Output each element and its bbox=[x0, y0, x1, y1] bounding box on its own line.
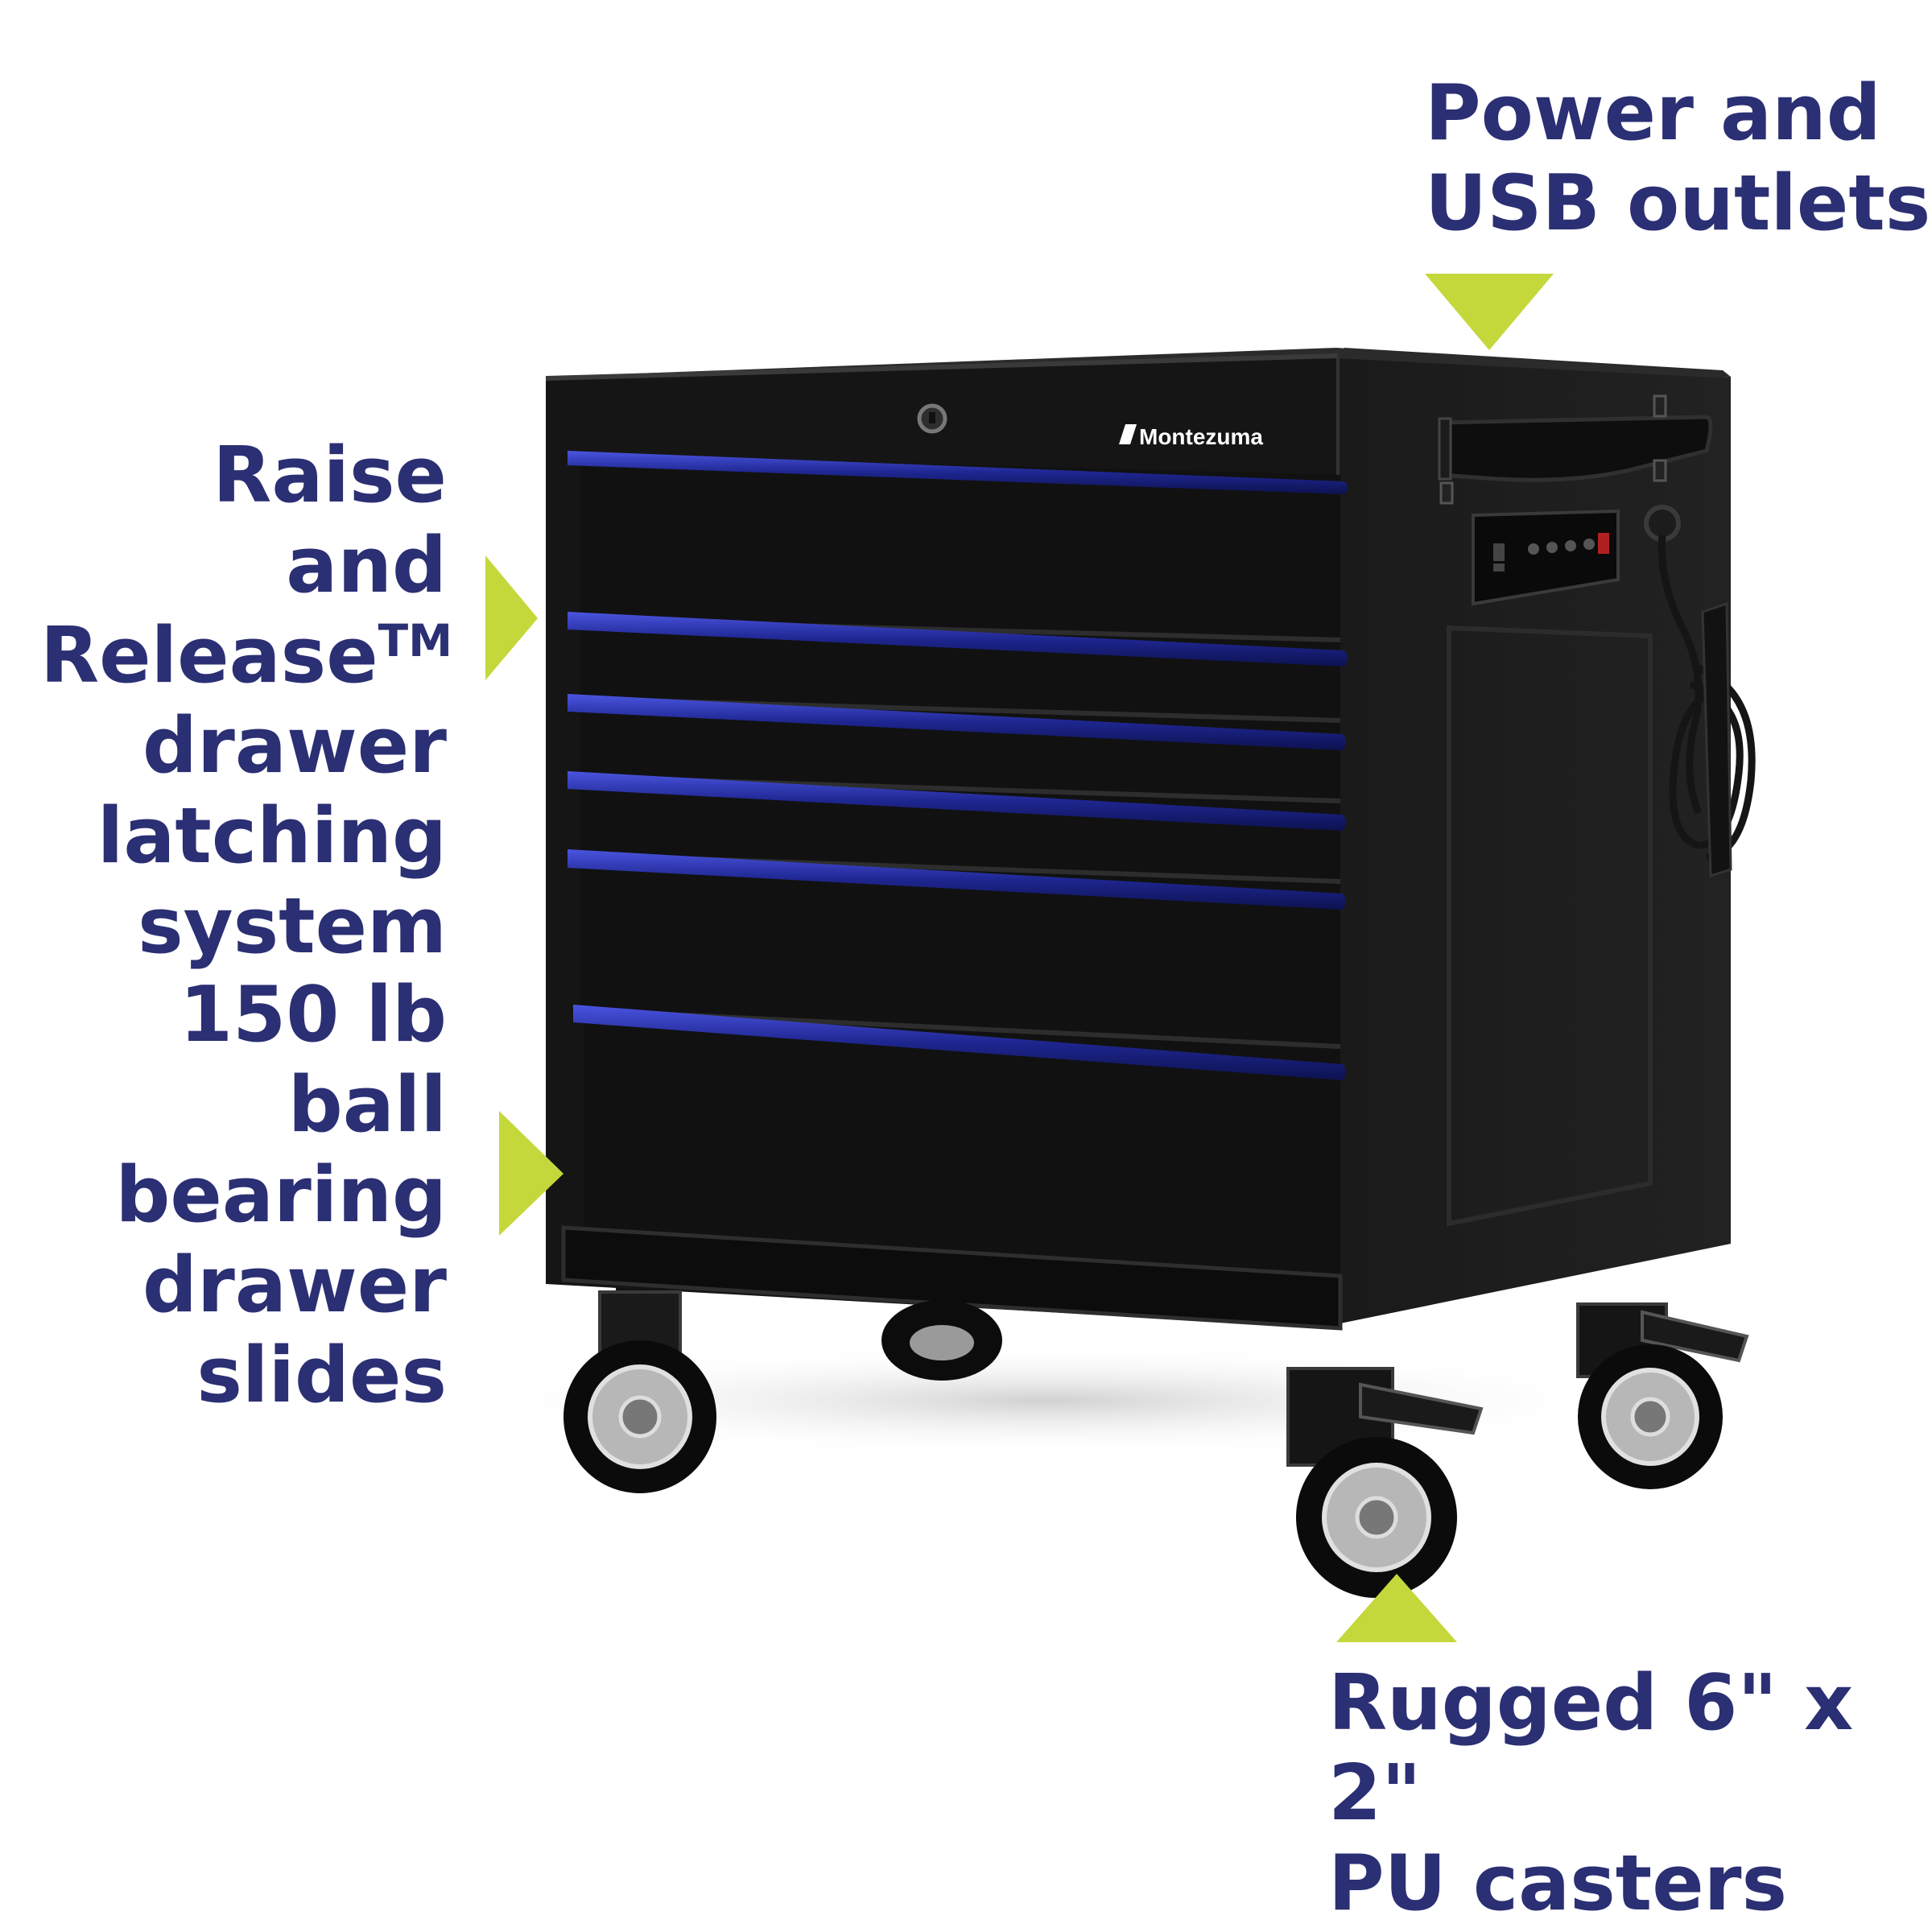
drawer-5 bbox=[580, 855, 1340, 1046]
triangle-right-icon bbox=[485, 555, 538, 680]
callout-casters: Rugged 6" x 2" PU casters bbox=[1328, 1658, 1932, 1929]
caster-rear-right bbox=[1576, 1302, 1749, 1489]
drawer-3-handle bbox=[568, 694, 1346, 750]
drawer-1 bbox=[580, 455, 1340, 640]
callout-raise-release: Raise and ReleaseTM drawer latching syst… bbox=[40, 431, 452, 972]
drawer-4 bbox=[580, 777, 1340, 881]
callout-line: USB outlets bbox=[1425, 159, 1931, 249]
triangle-down-icon bbox=[1425, 274, 1554, 350]
cabinet-base bbox=[561, 1225, 1343, 1331]
drawer-6-handle bbox=[573, 1005, 1346, 1080]
triangle-up-icon bbox=[1336, 1574, 1457, 1642]
drawer-5-handle bbox=[568, 849, 1346, 910]
callout-line: ball bbox=[287, 1061, 447, 1150]
brand-logo: Montezuma bbox=[1139, 424, 1263, 449]
trademark-mark: TM bbox=[378, 615, 452, 667]
power-strip bbox=[1472, 509, 1620, 606]
callout-line: Power and bbox=[1425, 69, 1881, 158]
cord-hook bbox=[1701, 601, 1732, 878]
side-handle bbox=[1439, 415, 1713, 482]
callout-line: drawer bbox=[142, 1241, 447, 1331]
callout-line: drawer bbox=[142, 702, 447, 791]
callout-line: ReleaseTM bbox=[40, 612, 452, 701]
drawer-1-handle bbox=[568, 451, 1348, 494]
callout-line: 150 lb bbox=[180, 971, 447, 1059]
callout-power-usb: Power and USB outlets bbox=[1425, 68, 1930, 249]
triangle-right-icon bbox=[499, 1111, 564, 1236]
caster-front-right bbox=[1286, 1367, 1484, 1598]
drawer-4-handle bbox=[568, 771, 1346, 831]
caster-front-left bbox=[564, 1290, 716, 1493]
callout-line: bearing bbox=[115, 1151, 447, 1241]
drawer-2-handle bbox=[568, 612, 1348, 667]
cabinet-top bbox=[547, 348, 1731, 386]
drawer-6 bbox=[584, 1010, 1340, 1312]
callout-line: Rugged 6" x 2" bbox=[1328, 1659, 1854, 1839]
cabinet-side bbox=[1336, 356, 1731, 1324]
side-panel-recess bbox=[1447, 625, 1653, 1227]
callout-ball-bearing-slides: 150 lb ball bearing drawer slides bbox=[40, 970, 447, 1421]
callout-line: Raise and bbox=[213, 431, 447, 611]
callout-line: system bbox=[138, 882, 447, 972]
callout-line: slides bbox=[196, 1331, 447, 1421]
callout-line: latching bbox=[97, 792, 447, 881]
drawers bbox=[568, 451, 1348, 1312]
callout-line: PU casters bbox=[1328, 1839, 1788, 1929]
